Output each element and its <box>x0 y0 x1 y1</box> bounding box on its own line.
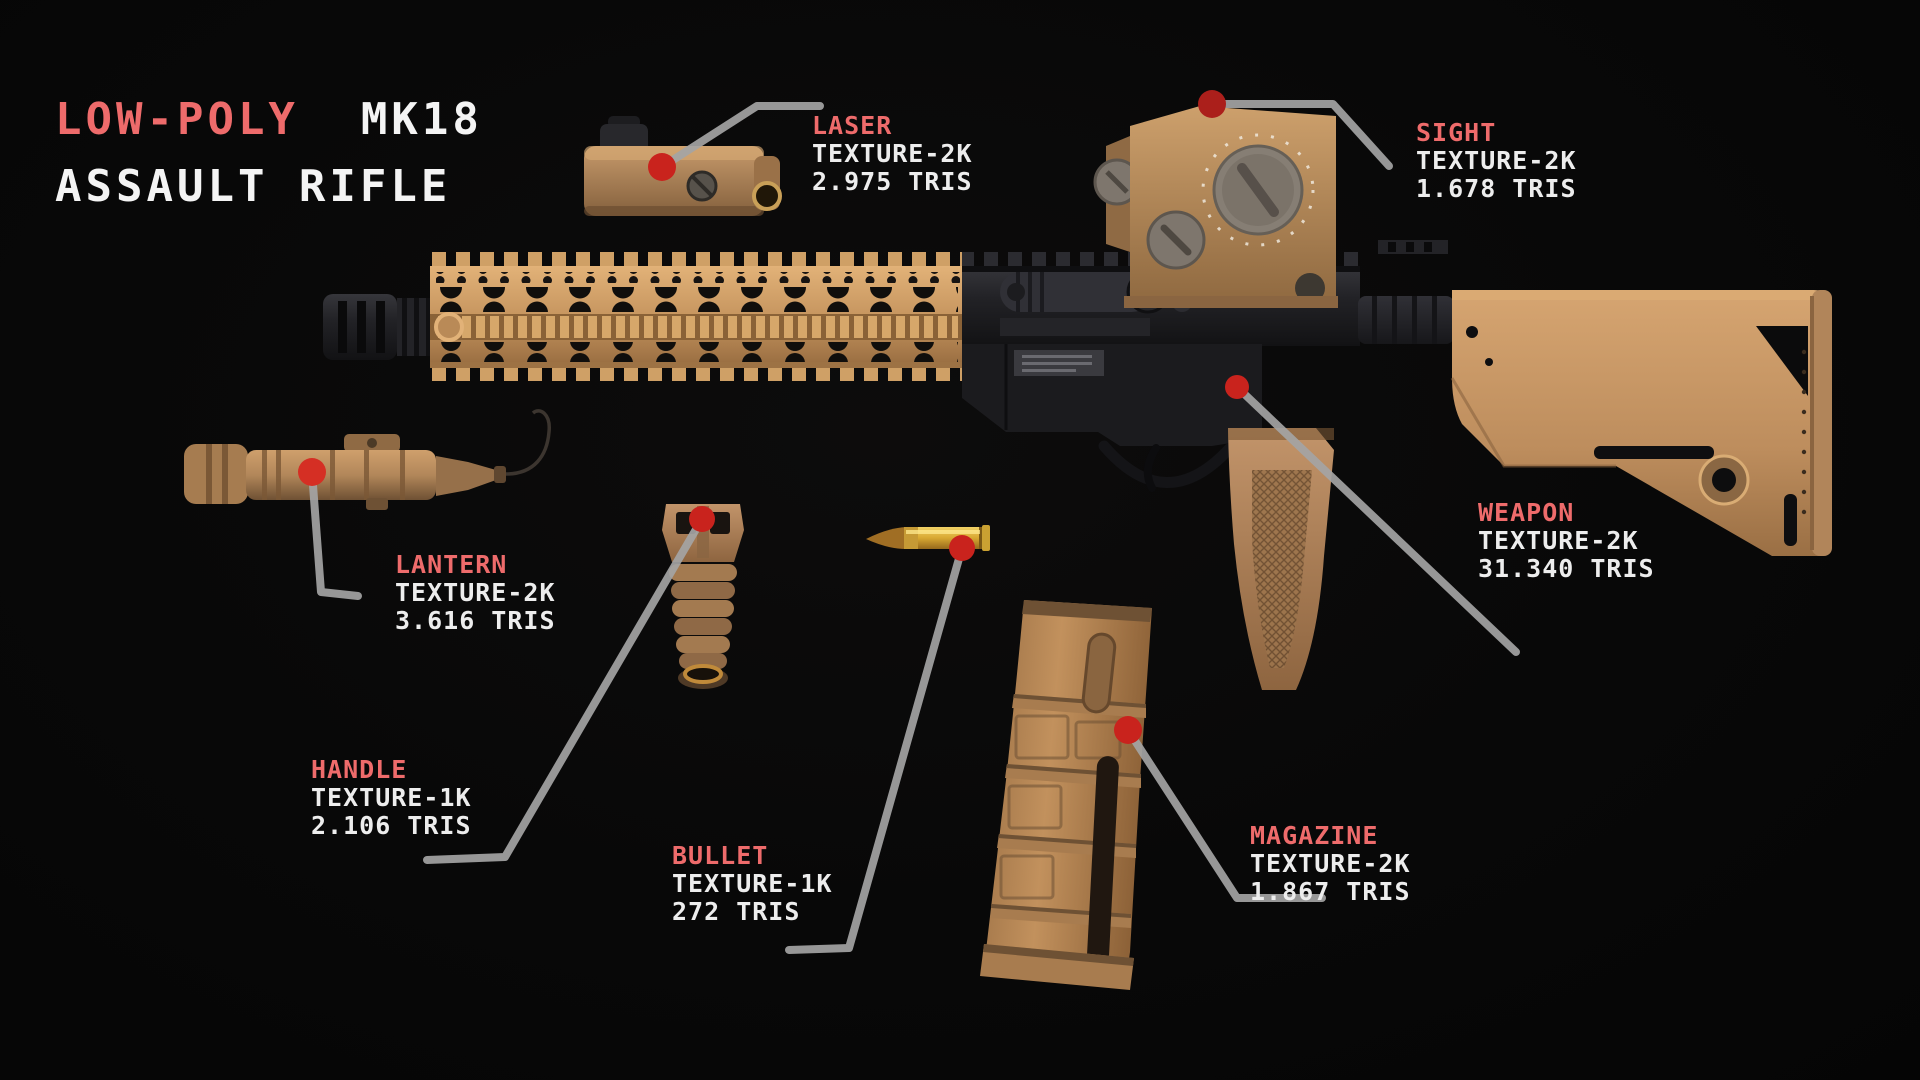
sight-callout-line <box>1208 100 1393 170</box>
title-line2: ASSAULT RIFLE <box>55 161 452 212</box>
magazine-callout-line <box>1124 726 1326 902</box>
label-handle: HANDLE TEXTURE-1K 2.106 TRIS <box>311 756 472 840</box>
laser-render <box>584 116 782 216</box>
lantern-render <box>184 409 551 510</box>
title-model: MK18 <box>360 94 483 145</box>
part-texture: TEXTURE-2K <box>1478 526 1639 555</box>
part-name: WEAPON <box>1478 498 1575 527</box>
part-texture: TEXTURE-2K <box>1416 146 1577 175</box>
part-name: LANTERN <box>395 550 508 579</box>
part-tris: 272 TRIS <box>672 897 801 926</box>
sight-render <box>1093 106 1338 308</box>
bullet-callout-line <box>785 544 966 954</box>
callout-lines <box>308 100 1520 954</box>
part-tris: 2.975 TRIS <box>812 167 973 196</box>
sight-marker-dot <box>1198 90 1226 118</box>
part-name: HANDLE <box>311 755 408 784</box>
label-weapon: WEAPON TEXTURE-2K 31.340 TRIS <box>1478 499 1655 583</box>
handle-render <box>662 504 744 689</box>
title-line1: LOW-POLY MK18 <box>55 86 483 153</box>
label-bullet: BULLET TEXTURE-1K 272 TRIS <box>672 842 833 926</box>
part-texture: TEXTURE-2K <box>1250 849 1411 878</box>
part-name: MAGAZINE <box>1250 821 1379 850</box>
label-magazine: MAGAZINE TEXTURE-2K 1.867 TRIS <box>1250 822 1411 906</box>
part-texture: TEXTURE-1K <box>672 869 833 898</box>
handle-callout-line <box>423 515 706 864</box>
poster-title: LOW-POLY MK18 ASSAULT RIFLE <box>55 86 483 220</box>
weapon-marker-dot <box>1225 375 1249 399</box>
part-texture: TEXTURE-2K <box>812 139 973 168</box>
label-sight: SIGHT TEXTURE-2K 1.678 TRIS <box>1416 119 1577 203</box>
part-name: LASER <box>812 111 893 140</box>
part-tris: 3.616 TRIS <box>395 606 556 635</box>
title-accent: LOW-POLY <box>55 94 299 145</box>
part-name: SIGHT <box>1416 118 1497 147</box>
lantern-callout-line <box>308 468 362 600</box>
bullet-marker-dot <box>949 535 975 561</box>
marker-dots <box>298 90 1249 744</box>
part-tris: 1.678 TRIS <box>1416 174 1577 203</box>
handle-marker-dot <box>689 506 715 532</box>
part-tris: 2.106 TRIS <box>311 811 472 840</box>
lantern-marker-dot <box>298 458 326 486</box>
label-laser: LASER TEXTURE-2K 2.975 TRIS <box>812 112 973 196</box>
label-lantern: LANTERN TEXTURE-2K 3.616 TRIS <box>395 551 556 635</box>
part-texture: TEXTURE-1K <box>311 783 472 812</box>
part-tris: 1.867 TRIS <box>1250 877 1411 906</box>
part-tris: 31.340 TRIS <box>1478 554 1655 583</box>
magazine-marker-dot <box>1114 716 1142 744</box>
weapon-callout-line <box>1233 383 1520 656</box>
magazine-render <box>980 600 1152 990</box>
laser-callout-line <box>658 102 824 171</box>
part-texture: TEXTURE-2K <box>395 578 556 607</box>
laser-marker-dot <box>648 153 676 181</box>
part-name: BULLET <box>672 841 769 870</box>
